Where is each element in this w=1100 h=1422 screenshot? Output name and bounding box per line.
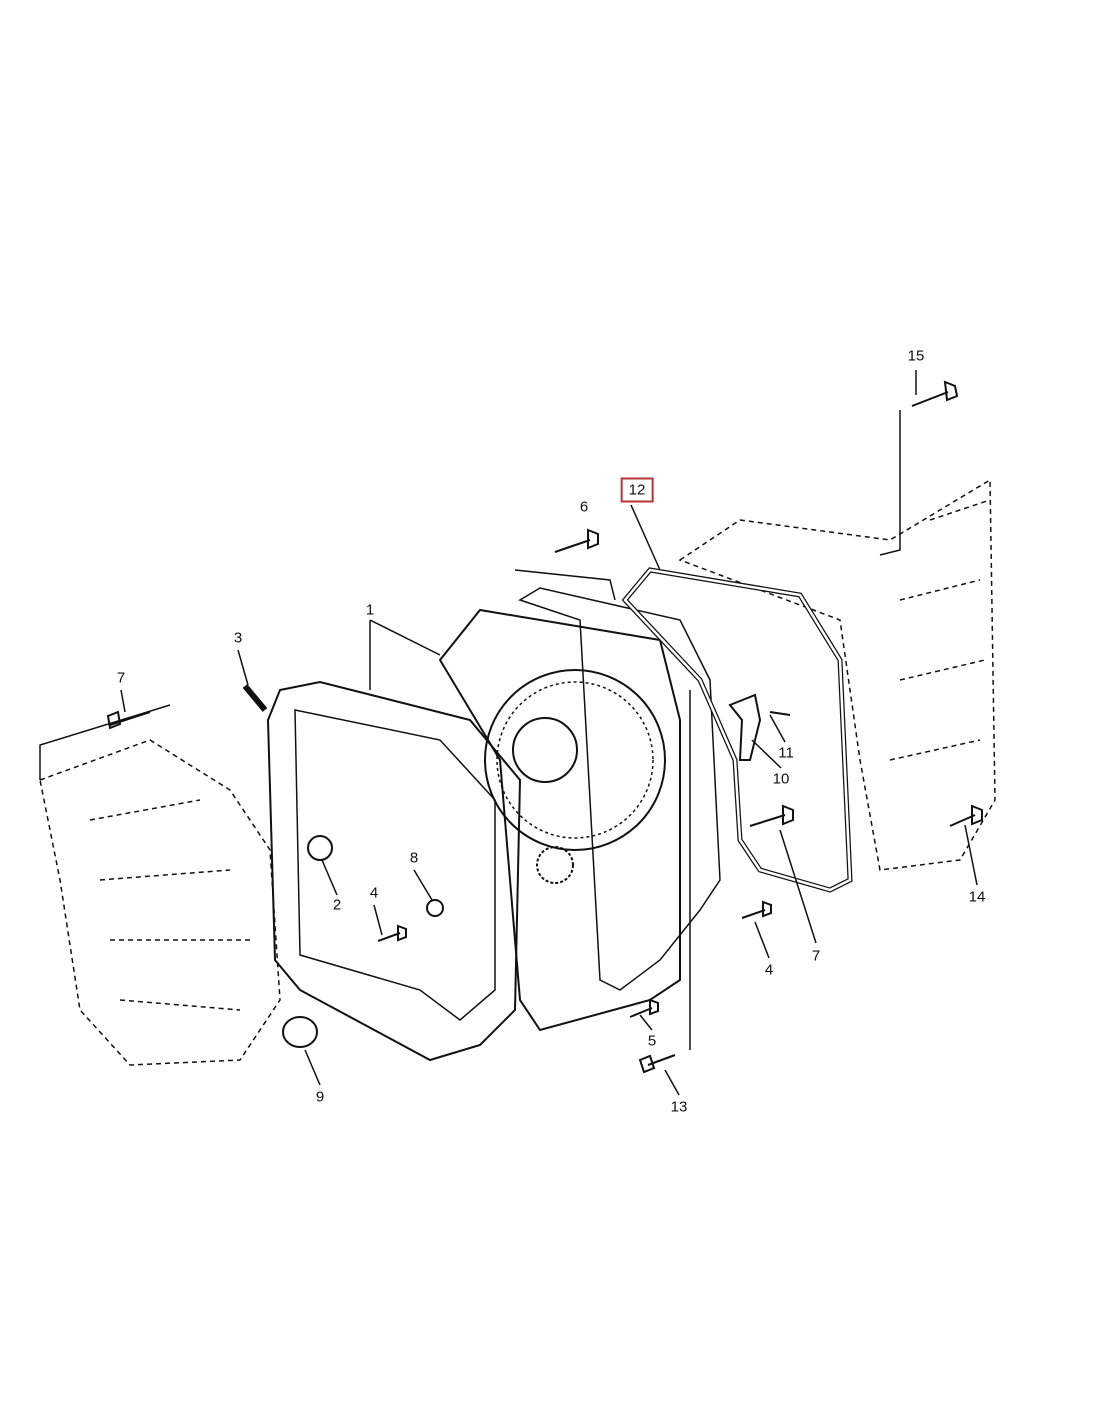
callout-10: 10 [772,770,790,788]
bolts [106,380,983,1074]
bracket [728,693,762,761]
seal-small [426,899,444,917]
seal [307,835,333,861]
callout-9: 9 [315,1088,325,1106]
gasket [621,567,853,893]
callout-2: 2 [332,896,342,914]
callout-1: 1 [365,601,375,619]
leader-lines [39,370,978,1096]
engine-block-left [39,739,281,1066]
callout-13: 13 [670,1098,688,1116]
ring-gear [484,669,666,851]
callout-4: 4 [764,961,774,979]
callout-11: 11 [778,744,794,762]
front-plate [266,680,522,1062]
callout-12-highlighted: 12 [620,477,654,503]
pinion-gear [536,846,574,884]
hub [512,717,578,783]
front-plate-inner [294,709,496,1021]
callout-6: 6 [579,498,589,516]
callout-14: 14 [968,888,986,906]
flywheel-housing [438,608,681,1032]
callout-7: 7 [811,947,821,965]
plug [282,1016,318,1048]
callout-3: 3 [233,629,243,647]
callout-7: 7 [116,669,126,687]
callout-5: 5 [647,1032,657,1050]
transmission-housing-right [678,478,996,871]
callout-15: 15 [907,347,925,365]
callout-4: 4 [369,884,379,902]
callout-8: 8 [409,849,419,867]
